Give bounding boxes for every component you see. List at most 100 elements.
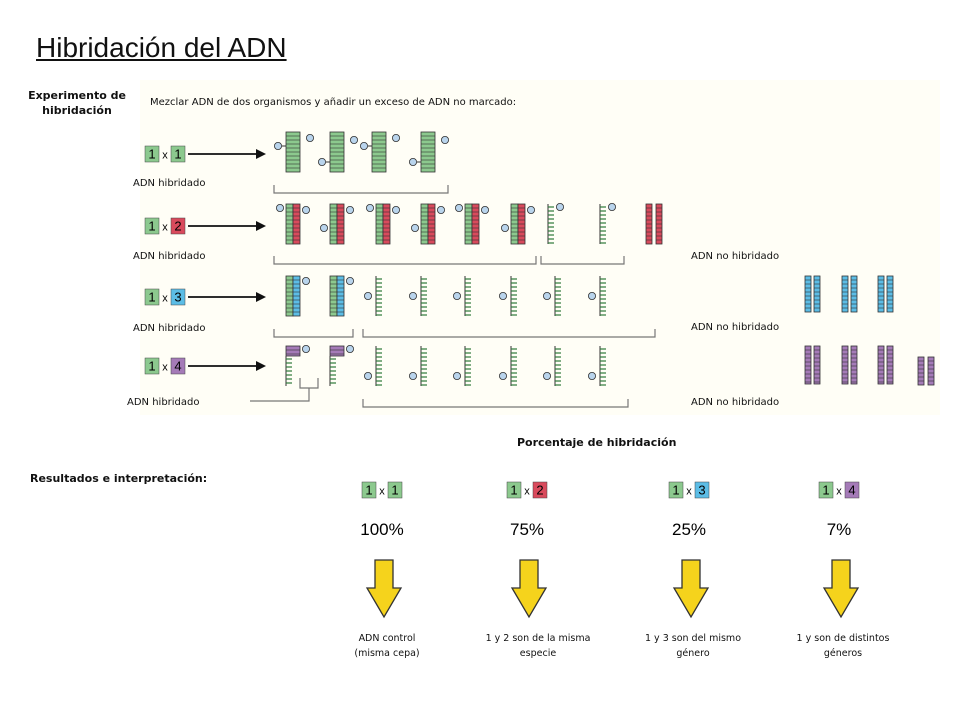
phosphate-icon (408, 371, 417, 380)
phosphate-icon (345, 344, 354, 353)
phosphate-icon (359, 141, 368, 150)
badge-left-number: 1 (148, 219, 155, 234)
row4-unhybrid-label: ADN no hibridado (691, 397, 780, 408)
phosphate-icon (588, 371, 597, 380)
phosphate-icon (345, 276, 354, 285)
row4-free-color-strand (804, 345, 812, 385)
badge-right-number: 1 (391, 483, 398, 498)
row3-free-strand (464, 276, 471, 316)
row3-free-color-strand (804, 275, 812, 313)
page-title: Hibridación del ADN (36, 32, 287, 63)
row2-free-strand-color (645, 203, 653, 245)
row4-free-strand (510, 346, 517, 386)
duplex-strand-a (375, 203, 384, 245)
duplex-strand-a (464, 203, 473, 245)
row2-free-strand (599, 204, 606, 244)
phosphate-icon (440, 135, 449, 144)
result4-percent: 7% (827, 520, 852, 539)
badge-left-box (668, 481, 684, 499)
row1-hybrid-duplex (371, 131, 387, 173)
result3-caption-line2: género (676, 648, 710, 659)
row4-hybrid-bracket (250, 378, 319, 402)
phosphate-icon (588, 291, 597, 300)
result4-down-arrow-icon (822, 559, 860, 619)
result3-caption-line1: 1 y 3 son del mismo (644, 633, 742, 644)
badge-right-number: 1 (174, 147, 181, 162)
row4-hybrid-strand (285, 356, 292, 386)
result2-caption: 1 y 2 son de la misma especie (468, 631, 608, 661)
badge-left-box (144, 217, 160, 235)
phosphate-icon (301, 205, 310, 214)
result3-down-arrow-icon (672, 559, 710, 619)
phosphate-icon (345, 205, 354, 214)
phosphate-icon (363, 291, 372, 300)
result4-caption-line1: 1 y son de distintos (796, 633, 890, 644)
duplex-strand-b (471, 203, 480, 245)
badge-times: x (162, 222, 168, 234)
badge-right-number: 2 (174, 219, 181, 234)
badge-right-box (532, 481, 548, 499)
badge-left-number: 1 (148, 290, 155, 305)
row4-free-strand (464, 346, 471, 386)
duplex-strand-a (510, 203, 519, 245)
badge-left-box (144, 288, 160, 306)
result4-caption: 1 y son de distintos géneros (773, 631, 913, 661)
result1-caption-line1: ADN control (358, 633, 416, 644)
row3-free-strand (599, 276, 606, 316)
phosphate-icon (408, 291, 417, 300)
badge-right-box (170, 357, 186, 375)
phosphate-icon (363, 371, 372, 380)
phosphate-icon (301, 344, 310, 353)
phosphate-icon (480, 205, 489, 214)
row3-hybrid-duplex-color (292, 275, 301, 317)
row1-arrow (188, 149, 266, 159)
result1-down-arrow-icon (365, 559, 403, 619)
result2-percent: 75% (510, 520, 544, 539)
phosphate-icon (365, 203, 374, 212)
phosphate-icon (498, 291, 507, 300)
row3-free-color-strand (877, 275, 885, 313)
badge-left-box (144, 145, 160, 163)
result3-percent: 25% (672, 520, 706, 539)
row3-free-strand (510, 276, 517, 316)
percent-heading: Porcentaje de hibridación (517, 436, 677, 449)
phosphate-icon (500, 223, 509, 232)
row4-hybrid-label: ADN hibridado (127, 397, 200, 408)
row4-free-strand (420, 346, 427, 386)
row1-hybrid-duplex (329, 131, 345, 173)
row3-free-strand (420, 276, 427, 316)
row3-arrow (188, 292, 266, 302)
result2-caption-line2: especie (519, 648, 557, 659)
result2-caption-line1: 1 y 2 son de la misma (485, 633, 591, 644)
row2-hybrid-bracket (273, 256, 537, 265)
phosphate-icon (608, 202, 617, 211)
badge-left-box (818, 481, 834, 499)
row4-free-strand (375, 346, 382, 386)
phosphate-icon (527, 205, 536, 214)
result1-caption: ADN control (misma cepa) (317, 631, 457, 661)
row4-free-strand (554, 346, 561, 386)
duplex-strand-a (329, 203, 338, 245)
phosphate-icon (408, 157, 417, 166)
row2-free-strand-color (655, 203, 663, 245)
phosphate-icon (319, 223, 328, 232)
row3-free-strand (554, 276, 561, 316)
badge-right-box (170, 288, 186, 306)
row4-free-color-strand (813, 345, 821, 385)
phosphate-icon (391, 205, 400, 214)
row3-hybrid-duplex (329, 275, 338, 317)
row4-hybrid-segment (329, 345, 345, 357)
row4-free-color-strand (877, 345, 885, 385)
row4-free-color-strand (841, 345, 849, 385)
result1-caption-line2: (misma cepa) (354, 648, 420, 659)
badge-left-number: 1 (148, 359, 155, 374)
row3-hybrid-duplex (285, 275, 294, 317)
row2-free-strand (547, 204, 554, 244)
phosphate-icon (391, 133, 400, 142)
badge-right-number: 3 (174, 290, 181, 305)
row3-unhybrid-label: ADN no hibridado (691, 322, 780, 333)
result1-percent: 100% (360, 520, 403, 539)
row1-hybrid-duplex (420, 131, 436, 173)
